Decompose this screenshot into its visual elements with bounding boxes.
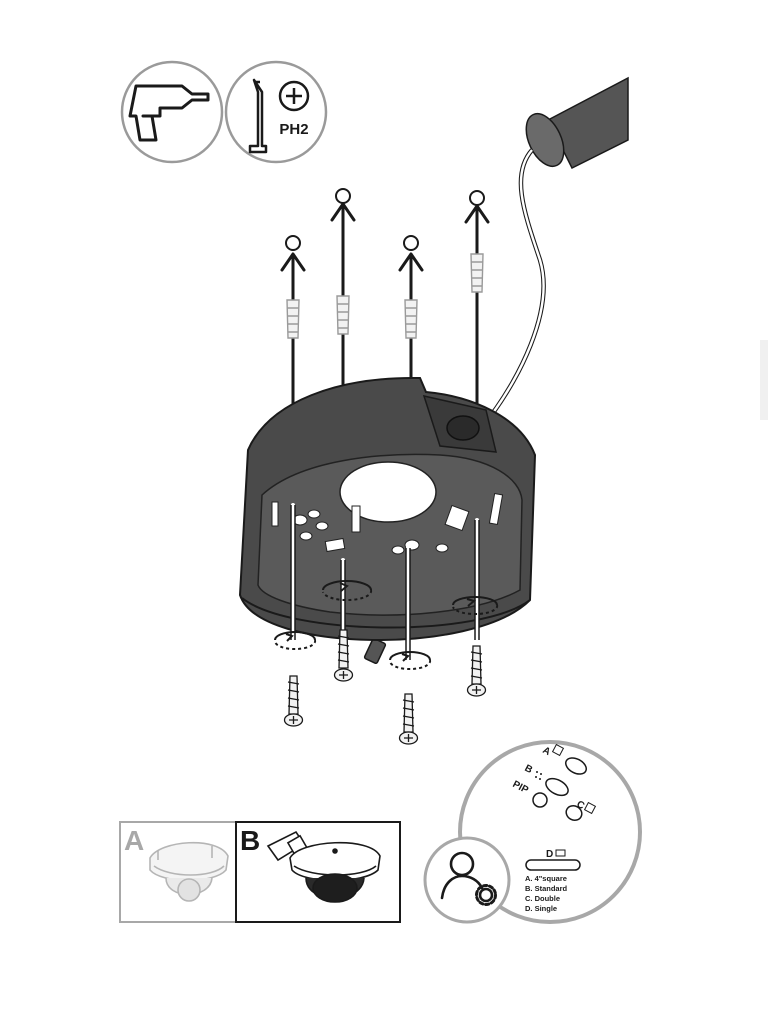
screw	[398, 693, 419, 745]
conduit-pipe	[525, 76, 629, 170]
screws	[283, 629, 487, 745]
camera-dome-icon	[149, 841, 229, 902]
legend-item: C. Double	[525, 894, 560, 903]
mounting-housing	[238, 377, 537, 642]
tool-drill	[120, 60, 224, 164]
wall-plugs	[286, 253, 484, 339]
cable-connector	[363, 637, 387, 665]
single-box-icon	[555, 849, 566, 857]
edge-tab	[760, 340, 768, 420]
double-box-icon	[583, 801, 597, 815]
legend-item: B. Standard	[525, 884, 568, 893]
rotate-cw-icon	[274, 631, 317, 651]
legend-item: D. Single	[525, 904, 557, 913]
dots-icon	[535, 771, 542, 780]
screw	[466, 645, 487, 697]
hole-label-b: B	[523, 763, 535, 776]
wall-plug	[404, 299, 418, 339]
user-settings-badge	[423, 836, 511, 924]
phillips-screwdriver-icon	[248, 78, 310, 154]
option-panel-b: B	[235, 821, 401, 923]
rotate-cw-icon	[452, 596, 499, 616]
tool-screwdriver: PH2	[224, 60, 328, 164]
drill-icon	[128, 84, 210, 142]
screw	[283, 675, 304, 727]
anchor-arrow	[464, 190, 490, 422]
wall-plug	[470, 253, 484, 293]
hole-label-d: D	[546, 849, 553, 860]
option-b-label: B	[240, 825, 260, 856]
user-gear-icon	[440, 851, 497, 906]
hole-label-a: A	[541, 745, 553, 758]
rotate-cw-icon	[322, 580, 373, 602]
option-panel-a: A	[119, 821, 239, 923]
camera-dome-conduit-icon	[266, 830, 381, 903]
screw	[333, 629, 354, 682]
legend-item: A. 4"square	[525, 874, 567, 883]
wall-plug	[336, 295, 350, 335]
rotate-cw-icon	[389, 651, 432, 671]
ph2-label: PH2	[279, 121, 308, 138]
rotation-arrows	[274, 580, 499, 671]
housing-details	[271, 492, 504, 555]
square-box-icon	[551, 743, 565, 757]
hole-label-c: C	[575, 799, 587, 812]
wall-plug	[286, 299, 300, 339]
anchor-arrow	[330, 188, 356, 386]
option-a-label: A	[124, 825, 144, 856]
